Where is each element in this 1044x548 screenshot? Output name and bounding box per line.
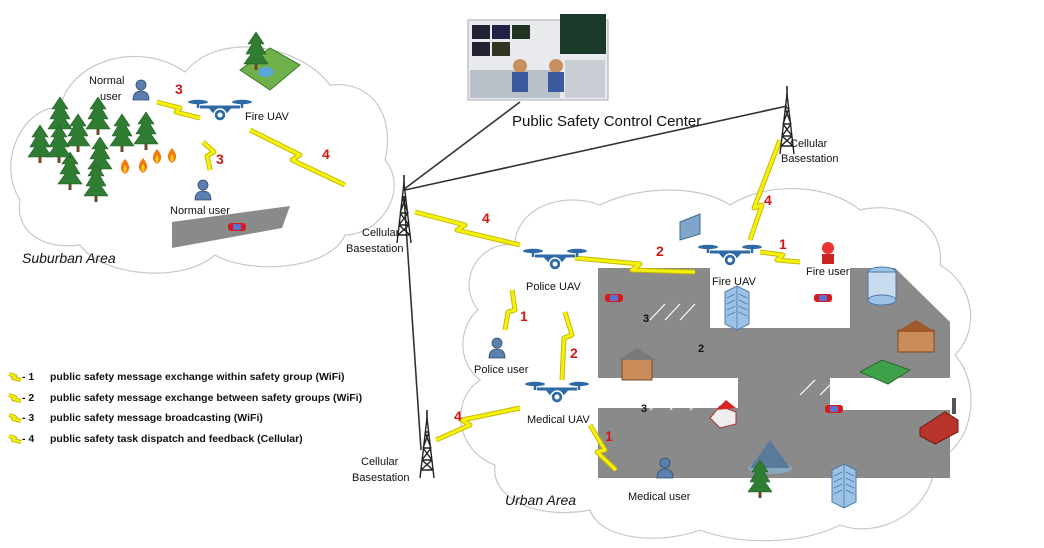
road-segment-number: 2	[698, 343, 705, 355]
lightning-icon	[8, 393, 22, 404]
normal-user-top-label-line1: Normal	[89, 75, 125, 87]
fire-user-label: Fire user	[806, 266, 850, 278]
police-uav-label: Police UAV	[526, 281, 581, 293]
cellular-center-label-line2: Basestation	[346, 243, 404, 255]
medical-user-label: Medical user	[628, 491, 691, 503]
police-user-label: Police user	[474, 364, 529, 376]
fire-uav-suburban-label: Fire UAV	[245, 111, 289, 123]
cellular-center-label-line1: Cellular	[362, 227, 400, 239]
link-number: 2	[570, 345, 578, 361]
legend-item: - 2 public safety message exchange betwee…	[8, 392, 362, 406]
cellular-bottom-label-line2: Basestation	[352, 472, 410, 484]
lightning-icon	[8, 413, 22, 424]
link-number: 4	[764, 192, 772, 208]
control-center-label: Public Safety Control Center	[512, 113, 702, 130]
legend-number: - 1	[22, 371, 35, 384]
legend-text: public safety task dispatch and feedback…	[50, 433, 303, 446]
link-number: 1	[605, 428, 613, 444]
legend-text: public safety message broadcasting (WiFi…	[50, 412, 263, 425]
legend-number: - 2	[22, 392, 35, 405]
medical-uav-label: Medical UAV	[527, 414, 590, 426]
legend-item: - 3 public safety message broadcasting (W…	[8, 412, 263, 426]
legend-number: - 4	[22, 433, 35, 446]
link-number: 4	[454, 408, 462, 424]
normal-user-top-label-line2: user	[100, 91, 122, 103]
fire-uav-urban-label: Fire UAV	[712, 276, 756, 288]
road-segment-number: 3	[643, 313, 650, 325]
legend-item: - 1 public safety message exchange within…	[8, 371, 345, 385]
link-number: 3	[216, 151, 224, 167]
link-number: 1	[520, 308, 528, 324]
link-number: 4	[482, 210, 490, 226]
legend-number: - 3	[22, 412, 35, 425]
link-number: 1	[779, 236, 787, 252]
link-number: 2	[656, 243, 664, 259]
cellular-bottom-label-line1: Cellular	[361, 456, 399, 468]
cellular-right-label-line1: Cellular	[790, 138, 828, 150]
link-number: 4	[322, 146, 330, 162]
urban-area-label: Urban Area	[505, 492, 577, 508]
legend-text: public safety message exchange within sa…	[50, 371, 345, 384]
normal-user-bottom-label: Normal user	[170, 205, 230, 217]
legend-item: - 4 public safety task dispatch and feedb…	[8, 433, 303, 447]
cellular-right-label-line2: Basestation	[781, 153, 839, 165]
lightning-icon	[8, 372, 22, 383]
road-segment-number: 3	[641, 403, 648, 415]
suburban-area-label: Suburban Area	[22, 250, 116, 266]
legend-text: public safety message exchange between s…	[50, 392, 363, 405]
lightning-icon	[8, 434, 22, 445]
link-number: 3	[175, 81, 183, 97]
